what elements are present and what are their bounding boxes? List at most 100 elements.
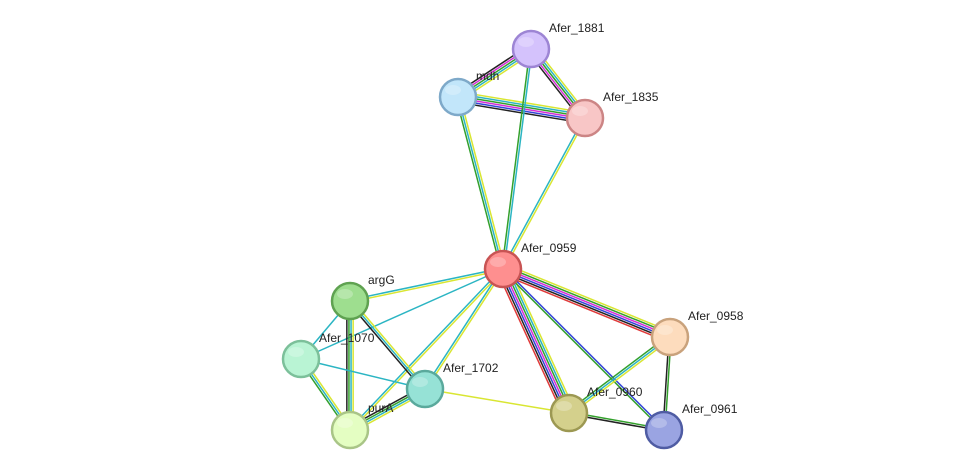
node-circle[interactable] [438, 77, 478, 117]
edge-evidence-line [501, 117, 585, 269]
edge-evidence-line [300, 268, 504, 360]
node-circle[interactable] [644, 410, 684, 450]
node-highlight [572, 106, 588, 116]
node-Afer_0960[interactable]: Afer_0960 [549, 385, 643, 433]
edge-Afer_1881-Afer_0959[interactable] [501, 48, 533, 270]
edge-evidence-line [349, 300, 426, 390]
node-highlight [518, 37, 534, 47]
edge-mdh-Afer_0959[interactable] [455, 96, 506, 270]
edge-evidence-line [506, 266, 574, 412]
edge-argG-Afer_1702[interactable] [347, 299, 428, 391]
node-Afer_0959[interactable]: Afer_0959 [483, 241, 577, 289]
edge-argG-purA[interactable] [346, 301, 354, 430]
edge-evidence-line [457, 101, 585, 124]
node-Afer_0961[interactable]: Afer_0961 [644, 402, 738, 450]
node-highlight [288, 347, 304, 357]
edge-evidence-line [458, 95, 586, 118]
edge-Afer_0958-Afer_0960[interactable] [567, 334, 672, 416]
node-highlight [445, 85, 461, 95]
edge-evidence-line [503, 49, 533, 270]
edge-evidence-line [459, 96, 506, 269]
node-Afer_1881[interactable]: Afer_1881 [511, 21, 605, 69]
node-label: Afer_0960 [587, 385, 643, 399]
node-label: argG [368, 273, 395, 287]
edge-evidence-line [457, 99, 585, 122]
node-highlight [337, 418, 353, 428]
node-circle[interactable] [330, 281, 370, 321]
node-label: Afer_0959 [521, 241, 577, 255]
edge-evidence-line [350, 269, 504, 303]
node-circle[interactable] [565, 98, 605, 138]
edge-evidence-line [350, 269, 505, 432]
node-label: Afer_0958 [688, 309, 744, 323]
node-Afer_1070[interactable]: Afer_1070 [281, 331, 375, 379]
edge-evidence-line [348, 267, 503, 430]
edge-evidence-line [569, 338, 672, 416]
edge-evidence-line [500, 273, 669, 343]
edge-evidence-line [504, 267, 572, 413]
node-label: Afer_1881 [549, 21, 605, 35]
edge-evidence-line [501, 271, 670, 341]
edge-evidence-line [502, 268, 570, 414]
edge-evidence-line [503, 265, 672, 335]
edge-evidence-line [349, 267, 503, 301]
edge-evidence-line [503, 118, 587, 270]
node-Afer_1702[interactable]: Afer_1702 [405, 361, 499, 409]
node-highlight [412, 377, 428, 387]
node-circle[interactable] [650, 317, 690, 357]
node-circle[interactable] [511, 29, 551, 69]
edge-evidence-line [503, 267, 671, 337]
edge-evidence-line [457, 96, 504, 270]
edge-evidence-line [300, 358, 426, 390]
edge-evidence-line [498, 270, 566, 416]
node-circle[interactable] [330, 410, 370, 450]
node-highlight [337, 289, 353, 299]
node-circle[interactable] [483, 249, 523, 289]
node-label: Afer_1702 [443, 361, 499, 375]
edge-Afer_1070-Afer_1702[interactable] [300, 358, 426, 390]
edge-evidence-line [424, 388, 570, 414]
edge-evidence-line [508, 266, 576, 411]
edge-Afer_0959-Afer_0960[interactable] [496, 266, 576, 416]
node-highlight [651, 418, 667, 428]
edge-Afer_0959-argG[interactable] [349, 267, 504, 303]
node-Afer_1835[interactable]: Afer_1835 [565, 90, 659, 138]
edge-evidence-line [457, 97, 585, 120]
node-highlight [490, 257, 506, 267]
node-highlight [556, 401, 572, 411]
edge-Afer_0959-purA[interactable] [348, 267, 505, 432]
edge-Afer_0959-Afer_0958[interactable] [500, 263, 673, 343]
edge-Afer_0959-Afer_1070[interactable] [300, 268, 504, 360]
edge-evidence-line [567, 334, 670, 412]
edge-evidence-line [502, 269, 670, 339]
edge-evidence-line [423, 268, 503, 389]
edge-evidence-line [503, 267, 666, 430]
node-circle[interactable] [405, 369, 445, 409]
node-highlight [657, 325, 673, 335]
edge-Afer_1835-Afer_0959[interactable] [501, 117, 587, 270]
edge-mdh-Afer_1835[interactable] [457, 91, 586, 124]
node-argG[interactable]: argG [330, 273, 395, 321]
edge-Afer_0959-Afer_1702[interactable] [423, 268, 505, 390]
node-circle[interactable] [549, 393, 589, 433]
edge-Afer_1702-Afer_0960[interactable] [424, 388, 570, 414]
node-label: purA [368, 401, 393, 415]
edge-Afer_0959-Afer_0961[interactable] [501, 267, 666, 432]
edge-evidence-line [455, 97, 502, 270]
edge-evidence-line [458, 93, 586, 116]
edge-evidence-line [568, 336, 671, 414]
edge-evidence-line [500, 269, 568, 415]
edge-evidence-line [496, 271, 564, 416]
edge-evidence-line [425, 269, 505, 390]
node-label: mdh [476, 69, 499, 83]
node-mdh[interactable]: mdh [438, 69, 499, 117]
node-purA[interactable]: purA [330, 401, 393, 450]
edge-evidence-line [504, 263, 673, 333]
edge-evidence-line [501, 48, 531, 269]
edge-evidence-line [458, 91, 586, 114]
edge-evidence-line [351, 299, 428, 389]
edge-evidence-line [501, 269, 664, 432]
node-circle[interactable] [281, 339, 321, 379]
node-Afer_0958[interactable]: Afer_0958 [650, 309, 744, 357]
